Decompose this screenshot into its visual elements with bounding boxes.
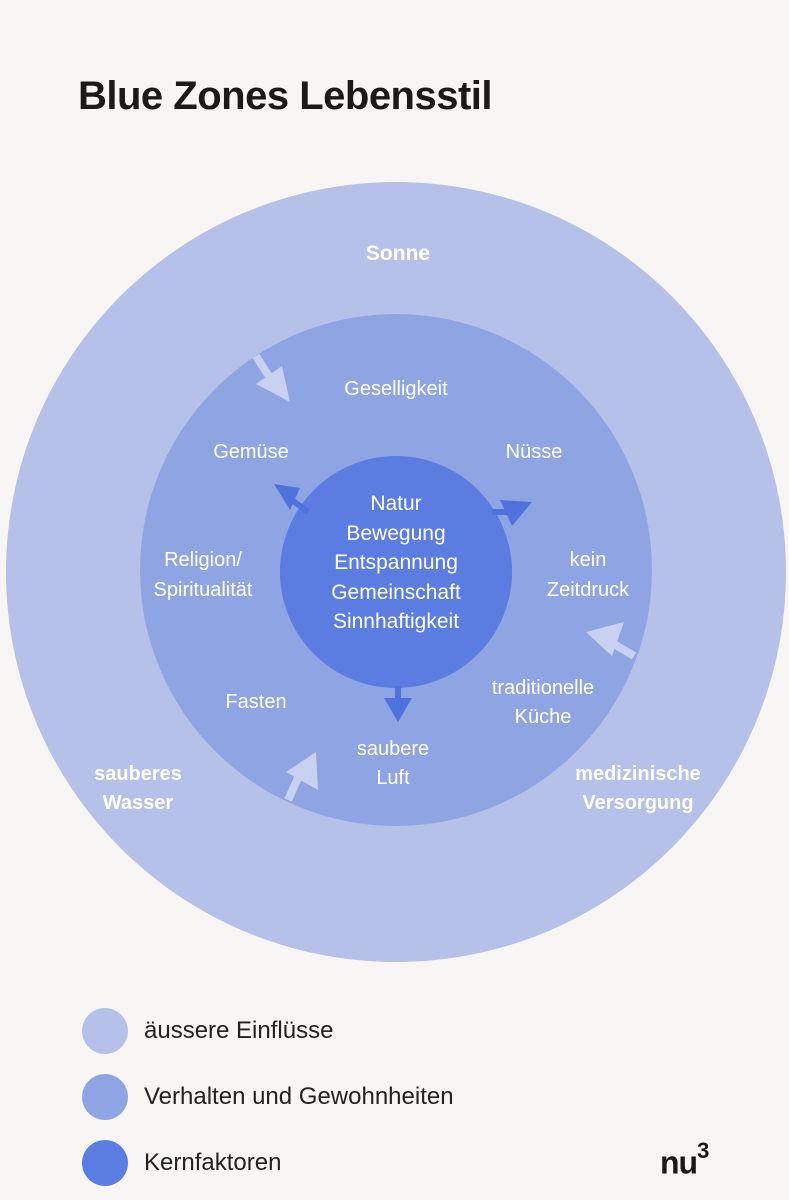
legend-dot-outer [82,1008,128,1054]
page-title: Blue Zones Lebensstil [78,74,493,118]
arrow-core-right-icon [492,500,532,526]
label-fasten: Fasten [225,691,286,713]
label-sonne: Sonne [366,242,430,265]
legend-dot-middle [82,1074,128,1120]
arrow-outer-right-icon [586,622,637,660]
label-wasser: Wasser [103,792,174,814]
legend-item-outer: äussere Einflüsse [82,1008,333,1054]
label-saubere: saubere [357,738,429,760]
label-sauberes: sauberes [94,763,182,785]
label-zeitdruck: Zeitdruck [547,579,630,601]
core-label-sinnhaftigkeit: Sinnhaftigkeit [333,610,459,633]
arrow-outer-bottomleft-icon [284,752,318,802]
core-circle [280,456,512,688]
core-label-natur: Natur [370,492,421,515]
legend-label-core: Kernfaktoren [144,1149,282,1176]
arrow-core-left-icon [274,484,310,515]
legend-item-middle: Verhalten und Gewohnheiten [82,1074,454,1120]
label-gemuese: Gemüse [213,441,289,463]
blue-zones-diagram: Sonne sauberes Wasser medizinische Verso… [6,182,786,962]
arrow-core-down-icon [384,686,412,722]
label-kueche: Küche [515,706,572,728]
logo-superscript: 3 [697,1138,709,1163]
arrow-outer-topleft-icon [252,353,290,402]
legend-dot-core [82,1140,128,1186]
label-religion: Religion/ [164,549,242,571]
core-label-gemeinschaft: Gemeinschaft [331,581,461,604]
label-kein: kein [570,549,607,571]
legend-label-middle: Verhalten und Gewohnheiten [144,1083,454,1110]
label-medizinische: medizinische [575,763,701,785]
legend-label-outer: äussere Einflüsse [144,1017,334,1044]
legend-item-core: Kernfaktoren [82,1140,281,1186]
label-versorgung: Versorgung [582,792,693,814]
label-nuesse: Nüsse [506,441,563,463]
core-label-bewegung: Bewegung [346,522,445,545]
nu3-logo: nu3 [660,1138,709,1182]
logo-text: nu [660,1144,698,1181]
label-geselligkeit: Geselligkeit [344,378,448,400]
label-traditionelle: traditionelle [492,677,594,699]
core-label-entspannung: Entspannung [334,551,458,574]
label-spiritualitaet: Spiritualität [154,579,253,601]
label-luft: Luft [376,767,410,789]
